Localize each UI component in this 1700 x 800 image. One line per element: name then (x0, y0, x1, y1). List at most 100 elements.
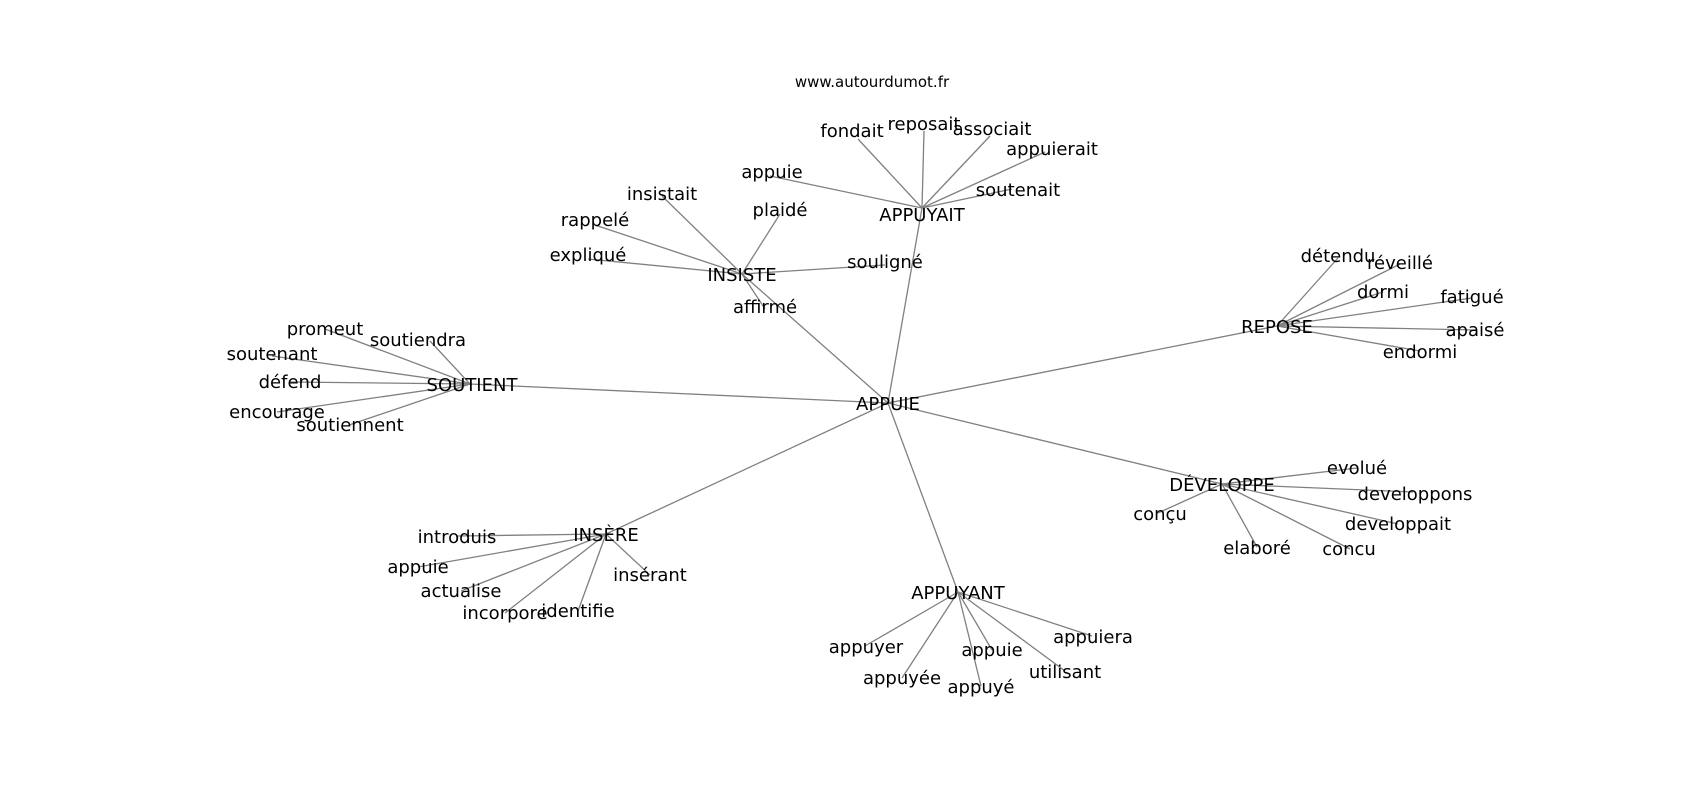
edge-appuyait-leaf-5 (921, 188, 1013, 209)
edge-insiste-leaf-2 (594, 224, 743, 275)
node-leaf-appuyait-2: associait (953, 119, 1032, 140)
node-leaf-repose-3: fatigué (1440, 287, 1503, 308)
edge-insere-leaf-5 (577, 533, 607, 612)
node-leaf-insere-0: introduis (418, 527, 497, 548)
node-leaf-repose-0: détendu (1301, 246, 1376, 267)
node-leaf-developpe-4: elaboré (1223, 538, 1291, 559)
edge-developpe-leaf-2 (1157, 483, 1223, 514)
edges-layer (271, 130, 1477, 687)
edge-appuyant-leaf-0 (957, 591, 1093, 637)
edge-repose-leaf-3 (1276, 297, 1473, 327)
edge-soutient-leaf-5 (348, 383, 471, 426)
node-hub-developpe: DÉVELOPPE (1169, 474, 1275, 496)
node-leaf-insere-2: insérant (613, 565, 687, 586)
node-leaf-repose-2: dormi (1357, 282, 1409, 303)
node-hub-insiste: INSISTE (707, 265, 776, 286)
node-leaf-insiste-2: rappelé (561, 210, 629, 231)
edge-appuyait-leaf-1 (921, 130, 925, 209)
node-leaf-insiste-4: souligné (847, 252, 923, 273)
edge-repose-leaf-0 (1276, 257, 1339, 327)
edge-appuyait-leaf-4 (769, 175, 923, 209)
node-leaf-appuyait-5: soutenait (976, 180, 1060, 201)
node-leaf-appuyant-5: appuyé (947, 677, 1014, 698)
node-leaf-developpe-1: developpons (1358, 484, 1473, 505)
edge-developpe-leaf-0 (1221, 467, 1358, 485)
node-leaf-repose-1: réveillé (1367, 253, 1433, 274)
edge-insiste-leaf-0 (661, 195, 743, 275)
node-hub-appuyait: APPUYAIT (879, 205, 965, 226)
edge-soutient-leaf-3 (289, 381, 471, 385)
node-leaf-repose-5: endormi (1383, 342, 1458, 363)
node-leaf-appuyant-0: appuiera (1053, 627, 1133, 648)
node-leaf-developpe-3: developpait (1345, 514, 1451, 535)
edge-insiste-leaf-4 (741, 264, 886, 275)
node-leaf-appuyait-0: fondait (820, 121, 883, 142)
edge-center-insere (605, 402, 889, 535)
node-leaf-insiste-0: insistait (627, 184, 697, 205)
node-leaf-appuyait-3: appuierait (1006, 139, 1098, 160)
node-leaf-soutient-5: soutiennent (296, 415, 403, 436)
edge-developpe-leaf-4 (1221, 483, 1258, 548)
node-leaf-soutient-3: défend (259, 372, 322, 393)
node-hub-soutient: SOUTIENT (427, 375, 519, 396)
node-leaf-appuyait-4: appuie (741, 162, 802, 183)
edge-center-repose (887, 325, 1278, 404)
node-leaf-soutient-2: soutenant (227, 344, 318, 365)
edge-appuyant-leaf-2 (957, 591, 993, 651)
edge-soutient-leaf-0 (324, 328, 471, 385)
node-leaf-insere-4: incorpore (462, 603, 547, 624)
node-leaf-soutient-1: soutiendra (370, 330, 466, 351)
edge-appuyant-leaf-1 (864, 591, 959, 647)
edge-center-insiste (741, 273, 889, 404)
edge-developpe-leaf-1 (1221, 483, 1414, 493)
edge-insere-leaf-4 (504, 533, 607, 614)
node-leaf-developpe-0: evolué (1327, 458, 1387, 479)
edge-appuyait-leaf-3 (921, 151, 1046, 209)
node-leaf-insiste-1: plaidé (753, 200, 808, 221)
edge-repose-leaf-2 (1276, 291, 1384, 327)
edge-insiste-leaf-5 (741, 273, 766, 310)
node-leaf-appuyant-2: appuie (961, 640, 1022, 661)
node-leaf-insiste-5: affirmé (733, 297, 797, 318)
node-leaf-developpe-5: concu (1322, 539, 1376, 560)
node-leaf-repose-4: apaisé (1446, 320, 1505, 341)
node-leaf-soutient-4: encourage (229, 402, 325, 423)
node-leaf-appuyant-4: appuyée (863, 668, 941, 689)
node-leaf-appuyait-1: reposait (888, 114, 961, 135)
edge-repose-leaf-1 (1276, 263, 1401, 327)
edge-appuyant-leaf-5 (957, 591, 982, 687)
node-center: APPUIE (856, 394, 920, 415)
edge-insiste-leaf-1 (741, 213, 781, 275)
edge-center-appuyant (887, 402, 959, 593)
edge-appuyait-leaf-0 (857, 138, 923, 209)
edge-soutient-leaf-1 (429, 340, 471, 385)
edge-developpe-leaf-5 (1221, 483, 1351, 550)
edge-appuyait-leaf-2 (921, 135, 991, 209)
node-leaf-insiste-3: expliqué (550, 245, 627, 266)
edge-repose-leaf-4 (1276, 325, 1477, 331)
edge-insere-leaf-1 (417, 533, 607, 568)
edge-appuyant-leaf-4 (901, 591, 959, 679)
node-leaf-appuyant-1: appuyer (829, 637, 904, 658)
node-leaf-developpe-2: conçu (1133, 504, 1187, 525)
edge-center-developpe (887, 402, 1223, 485)
edge-insere-leaf-2 (605, 533, 651, 576)
node-leaf-soutient-0: promeut (287, 319, 364, 340)
node-leaf-insere-1: appuie (387, 557, 448, 578)
node-hub-appuyant: APPUYANT (911, 583, 1006, 604)
edge-center-soutient (469, 383, 889, 404)
node-hub-insere: INSÈRE (573, 524, 638, 546)
edge-soutient-leaf-4 (276, 383, 471, 413)
edge-repose-leaf-5 (1276, 325, 1421, 352)
edge-developpe-leaf-3 (1221, 483, 1399, 525)
node-leaf-insere-3: actualise (421, 581, 502, 602)
edge-appuyant-leaf-3 (957, 591, 1066, 672)
edge-center-appuyait (887, 207, 923, 404)
watermark-text: www.autourdumot.fr (795, 73, 950, 91)
edge-insiste-leaf-3 (587, 258, 743, 275)
node-hub-repose: REPOSE (1241, 317, 1313, 338)
edge-soutient-leaf-2 (271, 355, 471, 385)
node-leaf-insere-5: identifie (541, 601, 614, 622)
